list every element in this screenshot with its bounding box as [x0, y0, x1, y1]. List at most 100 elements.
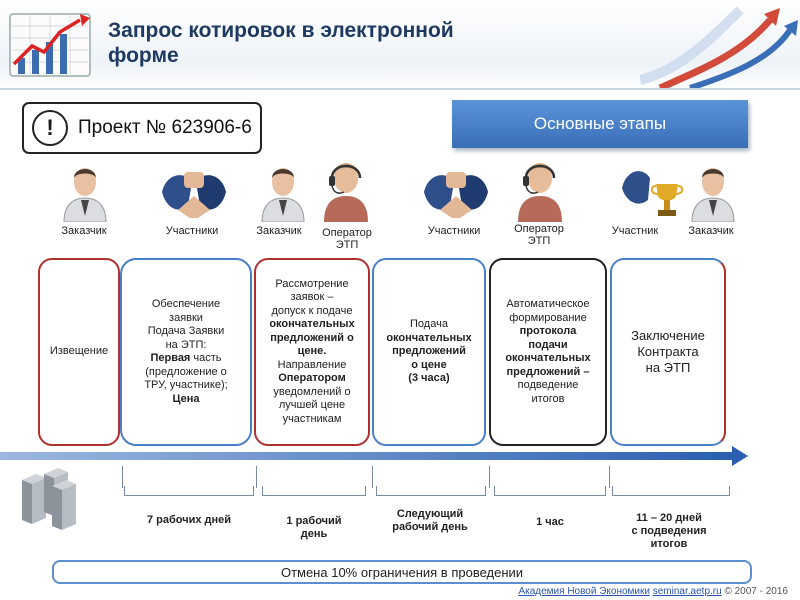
stage5-bold-line: протокола [519, 325, 577, 337]
duration-bracket [124, 486, 254, 496]
stage3-bold-line: цене. [297, 345, 327, 358]
stage5-line: Автоматическое [506, 298, 590, 310]
duration-bracket [262, 486, 366, 496]
duration-application: 7 рабочих дней [146, 514, 232, 526]
stage2-bold-price: Цена [172, 392, 200, 405]
stage4-bold-line: о цене [411, 358, 447, 371]
timeline-tick [609, 466, 610, 488]
stage2-line: (предложение о [145, 365, 227, 378]
stage5-bold-line: предложений – [506, 365, 590, 378]
stage4-bold-line: (3 часа) [408, 372, 450, 385]
stage4-line: Подача [410, 318, 448, 331]
stage-application: Обеспечение заявки Подача Заявки на ЭТП:… [120, 258, 252, 446]
stage-notice-text: Извещение [49, 345, 109, 358]
stage3-line: допуск к подаче [271, 304, 353, 317]
title-line-1: Запрос котировок в электронной [108, 19, 454, 42]
project-number: Проект № 623906-6 [78, 117, 252, 138]
stage-protocol-text: Автоматическое формирование протокола по… [505, 298, 590, 406]
footer-org[interactable]: Академия Новой Экономики [518, 586, 650, 597]
operator-headset-icon [324, 163, 368, 222]
timeline-tick [489, 466, 490, 488]
stage2-line: Подача Заявки [147, 325, 225, 337]
stage-contract: Заключение Контракта на ЭТП [610, 258, 726, 446]
duration-contract-line1: 11 – 20 дней [636, 512, 702, 524]
stage6-line: Заключение [631, 328, 705, 343]
participants-hands-icon [162, 172, 226, 218]
stage-final-offers-text: Подача окончательных предложений о цене … [386, 318, 471, 386]
duration-review-line1: 1 рабочий [286, 515, 342, 527]
stage2-line: заявки [169, 311, 203, 324]
stage3-line: Рассмотрение [275, 277, 349, 290]
stage5-bold-line: подачи [528, 338, 568, 351]
stage-review: Рассмотрение заявок – допуск к подаче ок… [254, 258, 370, 446]
stage6-line: на ЭТП [645, 360, 691, 375]
role-operator-1-line2: ЭТП [335, 239, 359, 251]
stage3-line: заявок – [290, 291, 334, 304]
servers-icon [22, 468, 76, 530]
stage-final-offers: Подача окончательных предложений о цене … [372, 258, 486, 446]
stage2-first-part: Первая часть [144, 352, 227, 366]
timeline-arrow [0, 446, 748, 466]
footer: Академия Новой Экономики seminar.aetp.ru… [518, 586, 788, 597]
role-customer-3: Заказчик [688, 225, 734, 237]
page-title: Запрос котировок в электронной форме [108, 18, 528, 68]
stage2-line: ТРУ, участнике); [144, 379, 228, 391]
stage3-line: Направление [277, 358, 347, 371]
duration-bracket [494, 486, 606, 496]
duration-bracket [612, 486, 730, 496]
stage3-bold-operator: Оператором [278, 372, 346, 385]
stage2-bold-first: Первая [150, 352, 191, 364]
stage3-line: лучшей цене [278, 399, 346, 412]
stage5-line: итогов [531, 392, 565, 405]
stage2-line: на ЭТП: [165, 338, 207, 351]
duration-protocol: 1 час [536, 516, 564, 528]
role-operator-2-line1: Оператор [514, 223, 564, 235]
duration-contract: 11 – 20 дней с подведения итогов [604, 512, 734, 551]
role-operator-2-line2: ЭТП [527, 235, 551, 247]
duration-review: 1 рабочий день [262, 515, 366, 541]
role-customer-2: Заказчик [256, 225, 302, 237]
role-participant: Участник [611, 225, 659, 237]
timeline-tick [256, 466, 257, 488]
duration-contract-line3: итогов [650, 538, 688, 550]
operator-headset-icon [518, 163, 562, 222]
footer-link[interactable]: seminar.aetp.ru [652, 586, 722, 597]
stage-notice: Извещение [38, 258, 120, 446]
role-participants-2: Участники [427, 225, 481, 237]
customer-person-icon [691, 168, 735, 222]
stages-banner: Основные этапы [452, 100, 748, 148]
duration-final-offers-line2: рабочий день [392, 521, 468, 533]
stage-contract-text: Заключение Контракта на ЭТП [631, 328, 705, 376]
stage5-bold-line: окончательных [505, 352, 591, 364]
stage6-line: Контракта [637, 344, 699, 359]
participants-hands-icon [424, 172, 488, 218]
duration-review-line2: день [300, 528, 328, 540]
stage5-line: подведение [517, 379, 579, 391]
stage-review-text: Рассмотрение заявок – допуск к подаче ок… [269, 278, 354, 427]
duration-bracket [376, 486, 486, 496]
role-customer-1: Заказчик [61, 225, 107, 237]
duration-final-offers: Следующий рабочий день [370, 508, 490, 534]
stage4-bold-line: окончательных [386, 331, 472, 344]
header-divider [0, 88, 800, 90]
stage3-line: участникам [282, 412, 342, 425]
timeline-tick [372, 466, 373, 488]
project-box: ! Проект № 623906-6 [22, 102, 262, 154]
role-operator-2: Оператор ЭТП [503, 223, 575, 247]
winner-trophy-icon [622, 171, 684, 216]
duration-final-offers-line1: Следующий [396, 508, 464, 520]
customer-person-icon [63, 168, 107, 222]
cancel-note: Отмена 10% ограничения в проведении [52, 560, 752, 584]
exclamation-icon: ! [32, 110, 68, 146]
stage3-bold-line: окончательных [269, 318, 355, 331]
footer-copyright: © 2007 - 2016 [724, 586, 788, 597]
role-operator-1-line1: Оператор [322, 227, 372, 239]
stage-protocol: Автоматическое формирование протокола по… [489, 258, 607, 446]
stage4-bold-line: предложений [392, 345, 466, 358]
role-operator-1: Оператор ЭТП [312, 227, 382, 251]
arrows-decoration-icon [640, 6, 798, 88]
duration-contract-line2: с подведения [631, 525, 707, 537]
stage-application-text: Обеспечение заявки Подача Заявки на ЭТП:… [144, 298, 227, 406]
customer-person-icon [261, 168, 305, 222]
stage5-line: формирование [509, 311, 587, 324]
